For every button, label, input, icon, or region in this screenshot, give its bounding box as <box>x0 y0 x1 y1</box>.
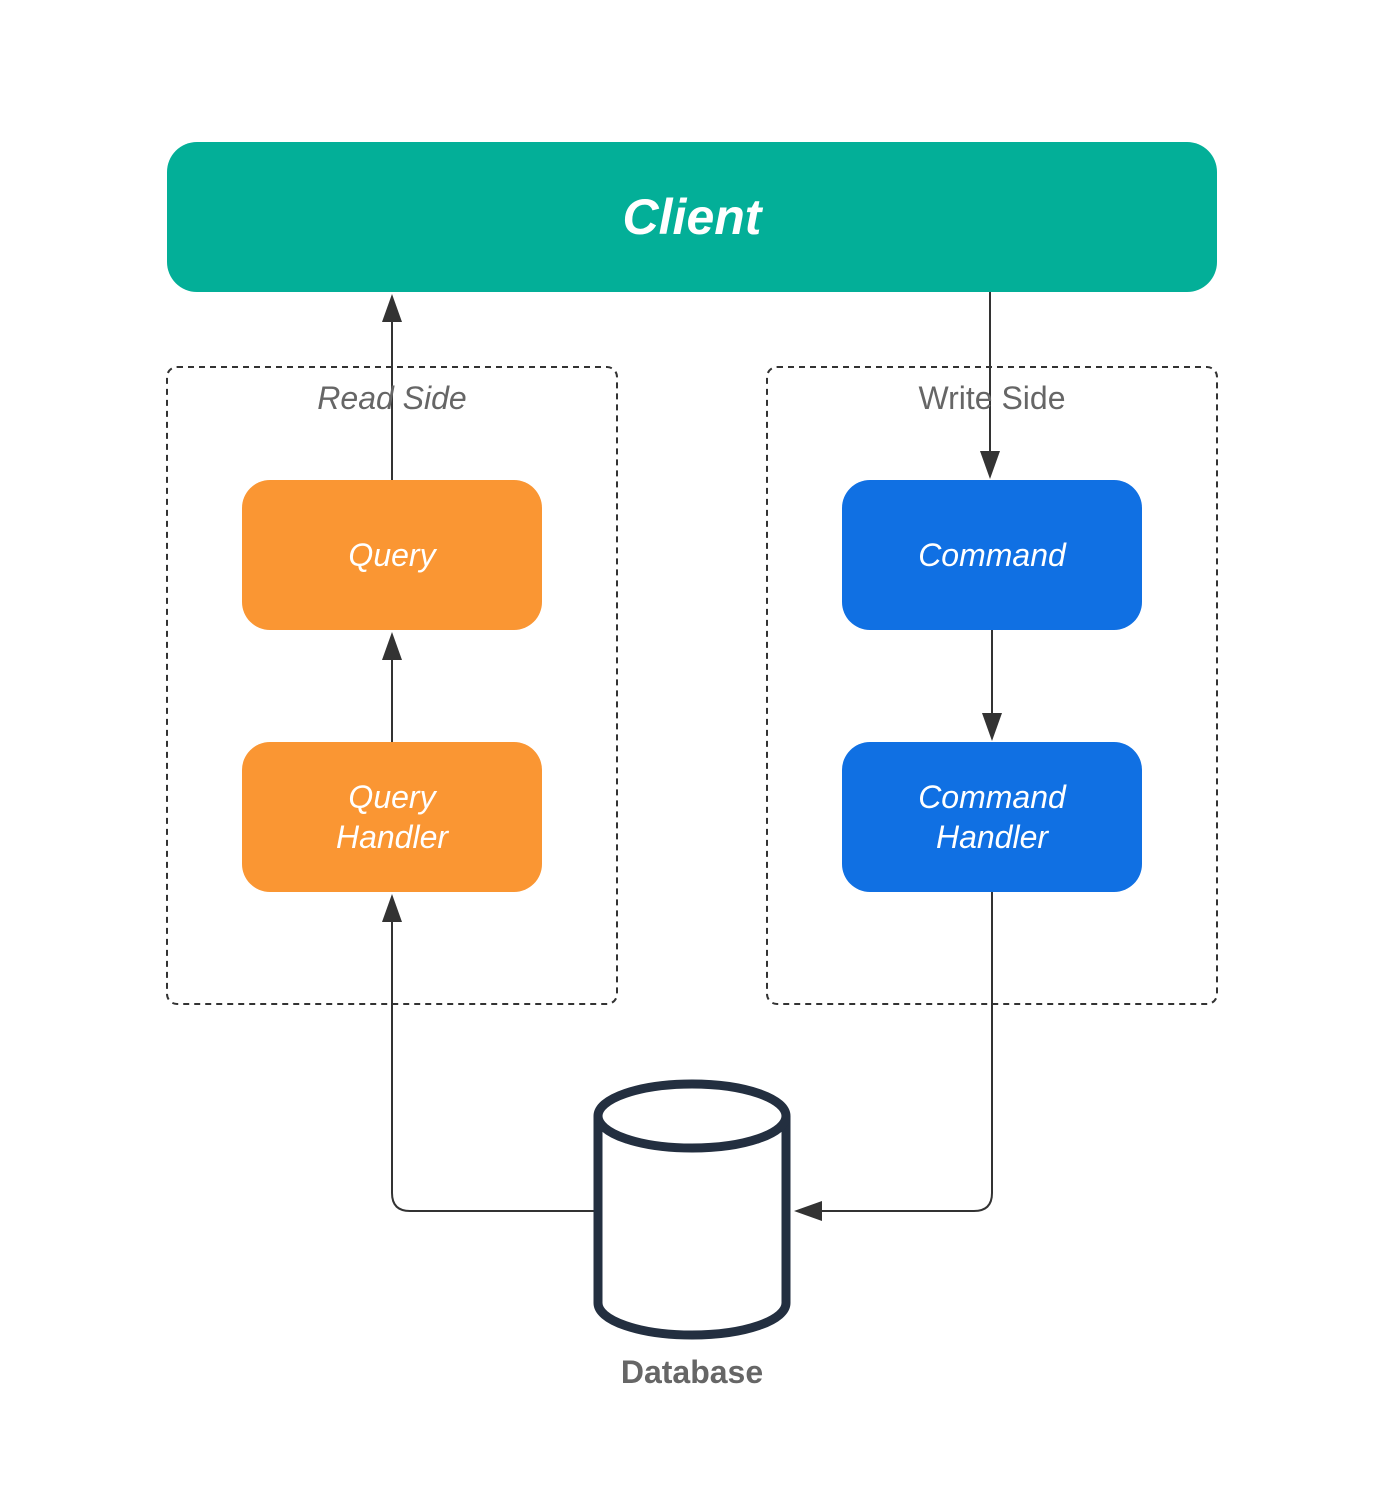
read-side-title: Read Side <box>317 380 467 416</box>
query-handler-label: Query Handler <box>335 779 449 855</box>
arrow-client-to-command <box>980 292 1000 479</box>
command-handler-label: Command Handler <box>918 779 1066 855</box>
command-box: Command <box>842 480 1142 630</box>
arrow-query-handler-to-query <box>382 632 402 742</box>
query-handler-box: Query Handler <box>242 742 542 892</box>
write-side-title: Write Side <box>918 380 1066 416</box>
arrow-database-to-query-handler <box>382 894 594 1212</box>
client-label: Client <box>622 189 762 245</box>
database-cylinder-icon <box>593 1079 791 1340</box>
command-handler-box: Command Handler <box>842 742 1142 892</box>
client-box: Client <box>167 142 1217 292</box>
write-side-group <box>766 366 1218 1005</box>
command-label: Command <box>918 537 1066 573</box>
query-label: Query <box>348 537 436 573</box>
query-box: Query <box>242 480 542 630</box>
arrow-command-handler-to-database <box>794 892 993 1221</box>
database-label: Database <box>620 1354 764 1390</box>
arrow-command-to-command-handler <box>982 630 1002 741</box>
arrow-query-to-client <box>382 294 402 480</box>
